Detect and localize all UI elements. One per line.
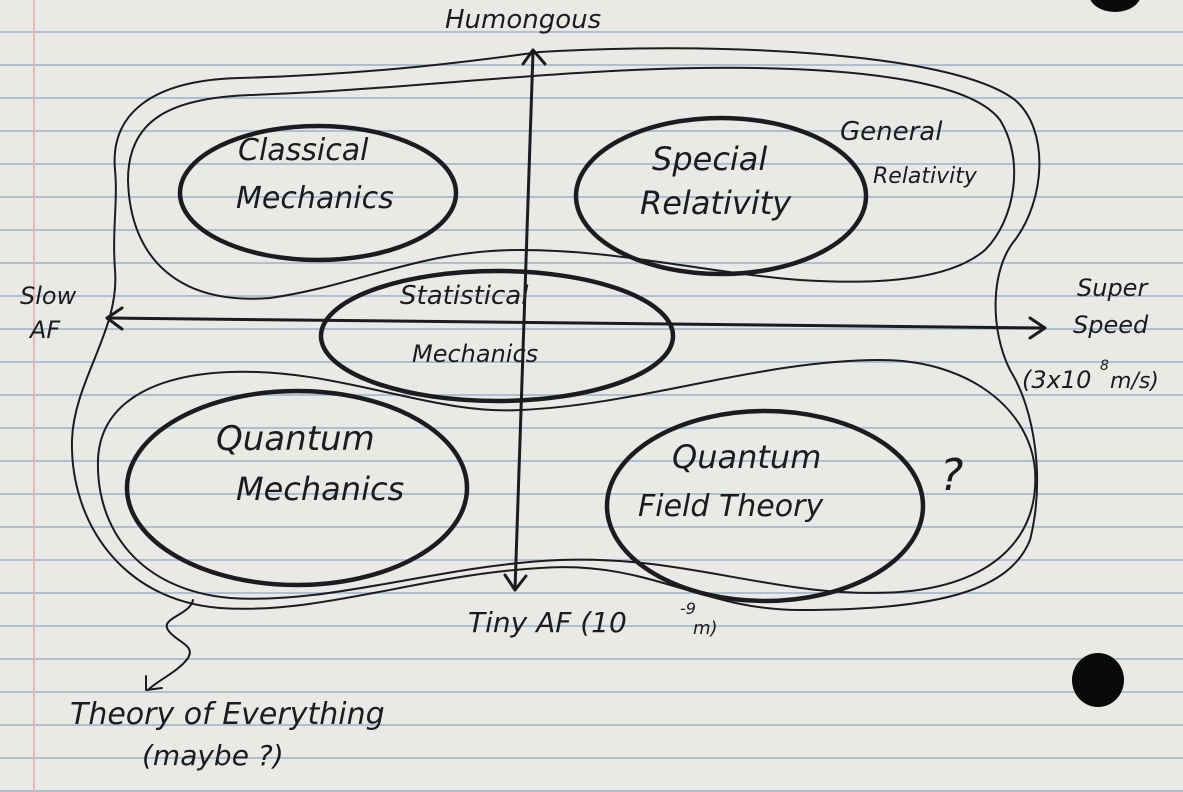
qft-label-line1: Quantum [672, 438, 821, 476]
x-axis-left-label-line1: Slow [20, 282, 77, 310]
toe-label-line2: (maybe ?) [142, 739, 284, 772]
classical-mechanics-ellipse [177, 123, 459, 263]
quantum-label-line1: Quantum [216, 419, 375, 459]
classical-label-line1: Classical [238, 133, 369, 168]
x-axis-right-label-line3: (3x10 [1022, 366, 1091, 394]
y-axis-bottom-exponent: -9 [680, 599, 696, 618]
x-axis-right-label-line1: Super [1077, 274, 1149, 302]
special-relativity-ellipse [573, 115, 869, 277]
binder-hole-right [1072, 653, 1124, 707]
statistical-mechanics-ellipse [318, 268, 676, 404]
x-axis-arrow-left [105, 306, 124, 331]
y-axis-arrow-up [521, 48, 547, 66]
special-label-line2: Relativity [640, 184, 792, 222]
toe-label-line1: Theory of Everything [70, 697, 385, 732]
binder-hole-top [1090, 0, 1140, 12]
x-axis-right-exponent: 8 [1100, 358, 1109, 374]
special-label-line1: Special [652, 140, 767, 178]
toe-pointer-arrowhead [145, 675, 163, 691]
quantum-mechanics-ellipse [124, 388, 470, 588]
general-label-line1: General [840, 117, 943, 147]
x-axis-arrow-right [1028, 316, 1047, 340]
y-axis-arrow-down [503, 573, 528, 592]
general-label-line2: Relativity [873, 164, 978, 189]
quantum-label-line2: Mechanics [236, 470, 404, 508]
y-axis-bottom-unit: m) [693, 618, 718, 639]
qft-label-line2: Field Theory [638, 489, 824, 524]
y-axis-top-label: Humongous [445, 5, 601, 35]
classical-label-line2: Mechanics [236, 181, 394, 216]
lower-band-contour [96, 359, 1037, 600]
upper-band-contour [127, 66, 1016, 300]
unknown-region-question-mark: ? [940, 450, 963, 501]
x-axis-line [105, 316, 1047, 330]
x-axis-left-label-line2: AF [28, 316, 61, 344]
x-axis-right-label-unit: m/s) [1110, 369, 1159, 394]
qft-ellipse [604, 408, 926, 604]
x-axis-right-label-line2: Speed [1073, 311, 1149, 339]
toe-pointer-squiggle [147, 599, 194, 691]
statistical-label-line1: Statistical [400, 281, 529, 311]
statistical-label-line2: Mechanics [412, 340, 538, 368]
y-axis-bottom-label: Tiny AF (10 [468, 606, 627, 639]
